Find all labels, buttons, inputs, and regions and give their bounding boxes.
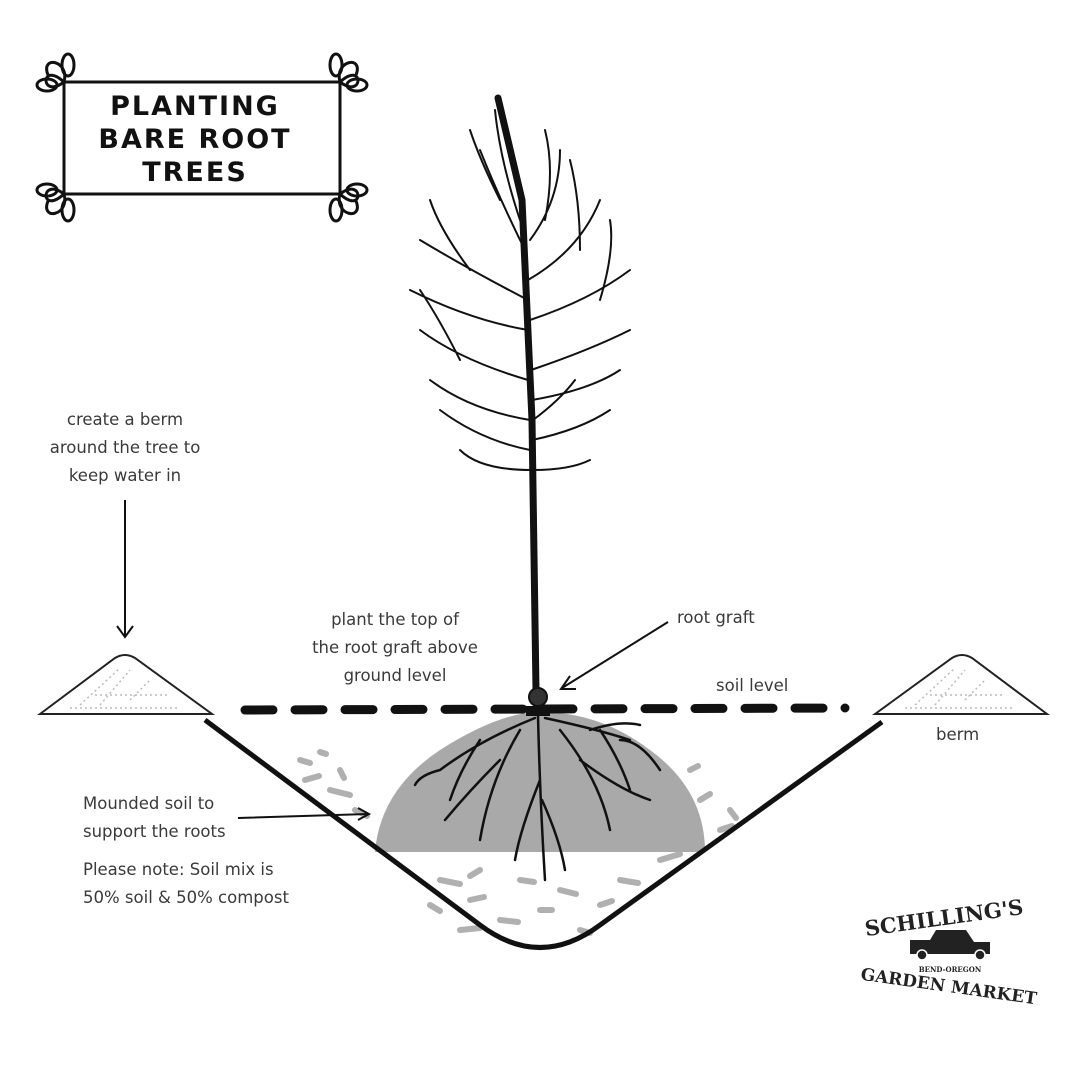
roots (413, 714, 662, 882)
root-graft-label: root graft (677, 608, 755, 627)
schillings-logo: SCHILLING'S BEND-OREGON GARDEN MARKET (859, 894, 1038, 1009)
berm-right (871, 654, 1051, 715)
berm-note-line: around the tree to (49, 438, 201, 457)
soil-mix-note: Please note: Soil mix is 50% soil & 50% … (83, 856, 289, 912)
berm-note-line: create a berm (66, 410, 184, 429)
berm-note-line: keep water in (68, 466, 182, 485)
graft-note: plant the top of the root graft above gr… (295, 606, 495, 690)
berm-left (36, 654, 216, 715)
page-title: PLANTING BARE ROOT TREES (62, 90, 328, 189)
annotation-arrows (116, 500, 669, 821)
berm-label: berm (936, 725, 980, 744)
graft-note-line: plant the top of (331, 610, 459, 629)
root-graft-knob (528, 687, 548, 707)
title-line: PLANTING (110, 91, 280, 122)
soil-mix-line: Please note: Soil mix is (83, 860, 274, 879)
title-line: BARE ROOT (98, 124, 292, 155)
planting-hole (203, 717, 884, 950)
soil-mix-line: 50% soil & 50% compost (83, 888, 289, 907)
graft-note-line: the root graft above (312, 638, 478, 657)
title-line: TREES (142, 157, 248, 188)
graft-note-line: ground level (343, 666, 447, 685)
mounded-soil-line: Mounded soil to (83, 794, 215, 813)
berm-note: create a berm around the tree to keep wa… (40, 406, 210, 490)
mounded-soil-note: Mounded soil to support the roots (83, 790, 226, 846)
title-frame (35, 52, 369, 223)
tree (409, 94, 631, 694)
mounded-soil-line: support the roots (83, 822, 226, 841)
svg-text:BEND-OREGON: BEND-OREGON (919, 965, 982, 974)
soil-level-label: soil level (716, 676, 789, 695)
